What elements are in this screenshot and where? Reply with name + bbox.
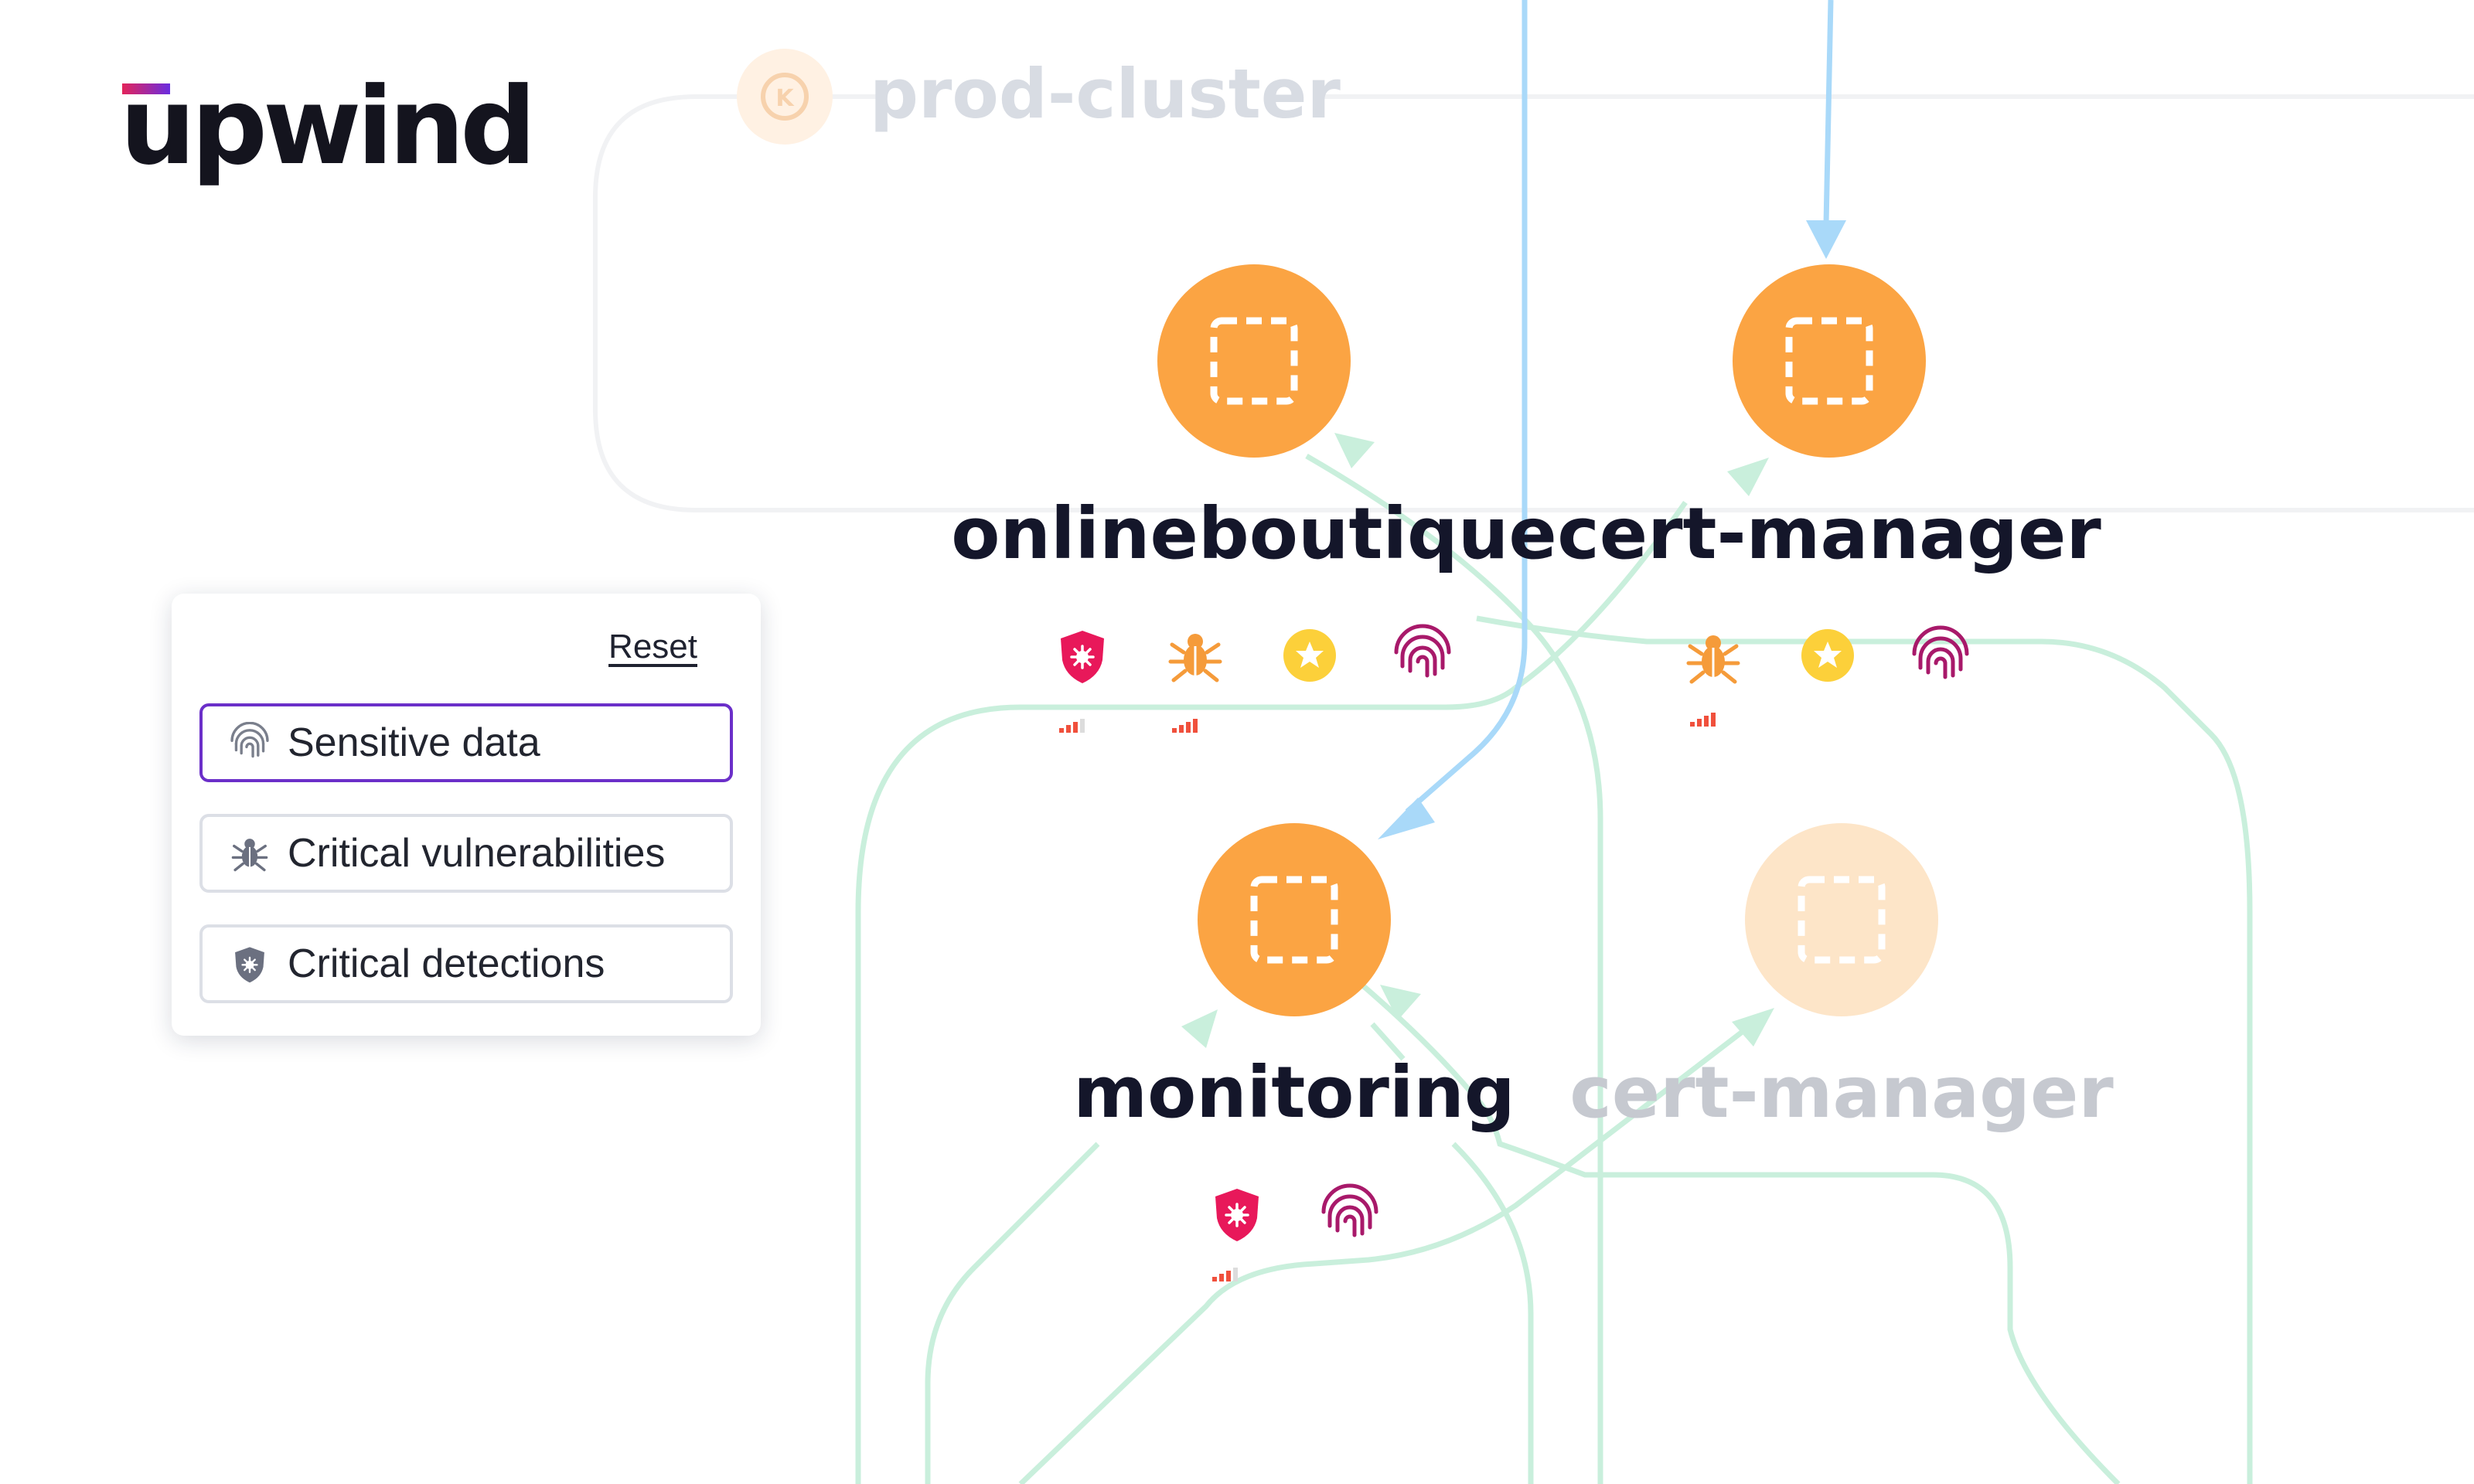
detection-shield-icon: [1214, 1187, 1260, 1243]
bug-icon: [231, 839, 268, 872]
traffic-edge: [1451, 1142, 1534, 1484]
namespace-node-cert-manager: [1733, 264, 1926, 458]
namespace-icon: [1785, 317, 1873, 405]
traffic-edge: [1347, 972, 2121, 1484]
namespace-node-onlineboutique: [1157, 264, 1351, 458]
namespace-label-cert-manager[interactable]: cert-manager: [1557, 492, 2101, 575]
signal-icon: [1690, 713, 1716, 727]
arrowhead: [1806, 220, 1846, 259]
request-arrowheads: [1378, 220, 1846, 839]
fingerprint-icon: [1396, 626, 1449, 676]
filter-panel: Reset Sensitive data Critical vulnerabil…: [172, 594, 761, 1036]
traffic-edge: [925, 1142, 1100, 1484]
filter-critical-detections[interactable]: Critical detections: [199, 924, 733, 1003]
onlineboutique-badges: [1059, 626, 1449, 733]
filter-sensitive-data[interactable]: Sensitive data: [199, 703, 733, 782]
signal-icon: [1172, 719, 1198, 733]
cluster-boundary: [593, 94, 2474, 512]
cluster-label: prod-cluster: [870, 54, 1341, 134]
filter-critical-vulnerabilities[interactable]: Critical vulnerabilities: [199, 814, 733, 893]
traffic-edge: [1018, 1026, 1750, 1484]
traffic-edge: [855, 686, 1518, 1484]
filter-label: Sensitive data: [288, 720, 540, 765]
namespace-icon: [1210, 317, 1298, 405]
cert-manager-badges: [1689, 628, 1967, 727]
traffic-edge: [1476, 615, 2253, 1484]
fingerprint-icon: [1914, 628, 1967, 677]
namespace-label-cert-manager-faded[interactable]: cert-manager: [1569, 1051, 2114, 1134]
request-edges: [1405, 0, 1834, 814]
arrowhead: [1181, 1009, 1218, 1048]
shield-icon: [235, 947, 264, 983]
kubernetes-icon: K: [737, 49, 833, 145]
svg-text:K: K: [775, 85, 795, 112]
reset-button[interactable]: Reset: [608, 628, 697, 665]
logo-accent-bar: [122, 83, 170, 94]
star-badge-icon: [1283, 629, 1336, 682]
monitoring-badges: [1212, 1186, 1376, 1281]
arrowhead: [1732, 1008, 1774, 1047]
request-edge: [1823, 0, 1834, 225]
traffic-edge: [1513, 500, 1688, 690]
traffic-edges: [855, 453, 2253, 1484]
signal-icon: [1212, 1268, 1238, 1281]
namespace-label-monitoring[interactable]: monitoring: [1073, 1051, 1515, 1134]
traffic-arrowheads: [1181, 433, 1774, 1048]
fingerprint-icon: [1324, 1186, 1376, 1235]
filter-label: Critical vulnerabilities: [288, 831, 666, 876]
namespace-node-monitoring: [1198, 823, 1391, 1016]
fingerprint-icon: [230, 722, 269, 758]
star-badge-icon: [1801, 629, 1854, 682]
brand-logo: upwind: [120, 64, 537, 189]
request-edge: [1405, 0, 1528, 814]
arrowhead: [1727, 458, 1769, 496]
namespace-node-cert-manager-faded: [1745, 823, 1938, 1016]
signal-icon: [1059, 719, 1085, 733]
namespace-label-onlineboutique[interactable]: onlineboutique: [951, 492, 1557, 575]
traffic-edge: [1305, 453, 1603, 1484]
namespace-icon: [1798, 876, 1886, 964]
filter-label: Critical detections: [288, 941, 605, 986]
arrowhead: [1378, 798, 1435, 839]
traffic-edge: [1370, 1022, 1406, 1061]
arrowhead: [1380, 985, 1421, 1020]
namespace-icon: [1250, 876, 1338, 964]
arrowhead: [1334, 433, 1375, 468]
vulnerability-bug-icon: [1171, 634, 1220, 680]
detection-shield-icon: [1059, 629, 1106, 685]
